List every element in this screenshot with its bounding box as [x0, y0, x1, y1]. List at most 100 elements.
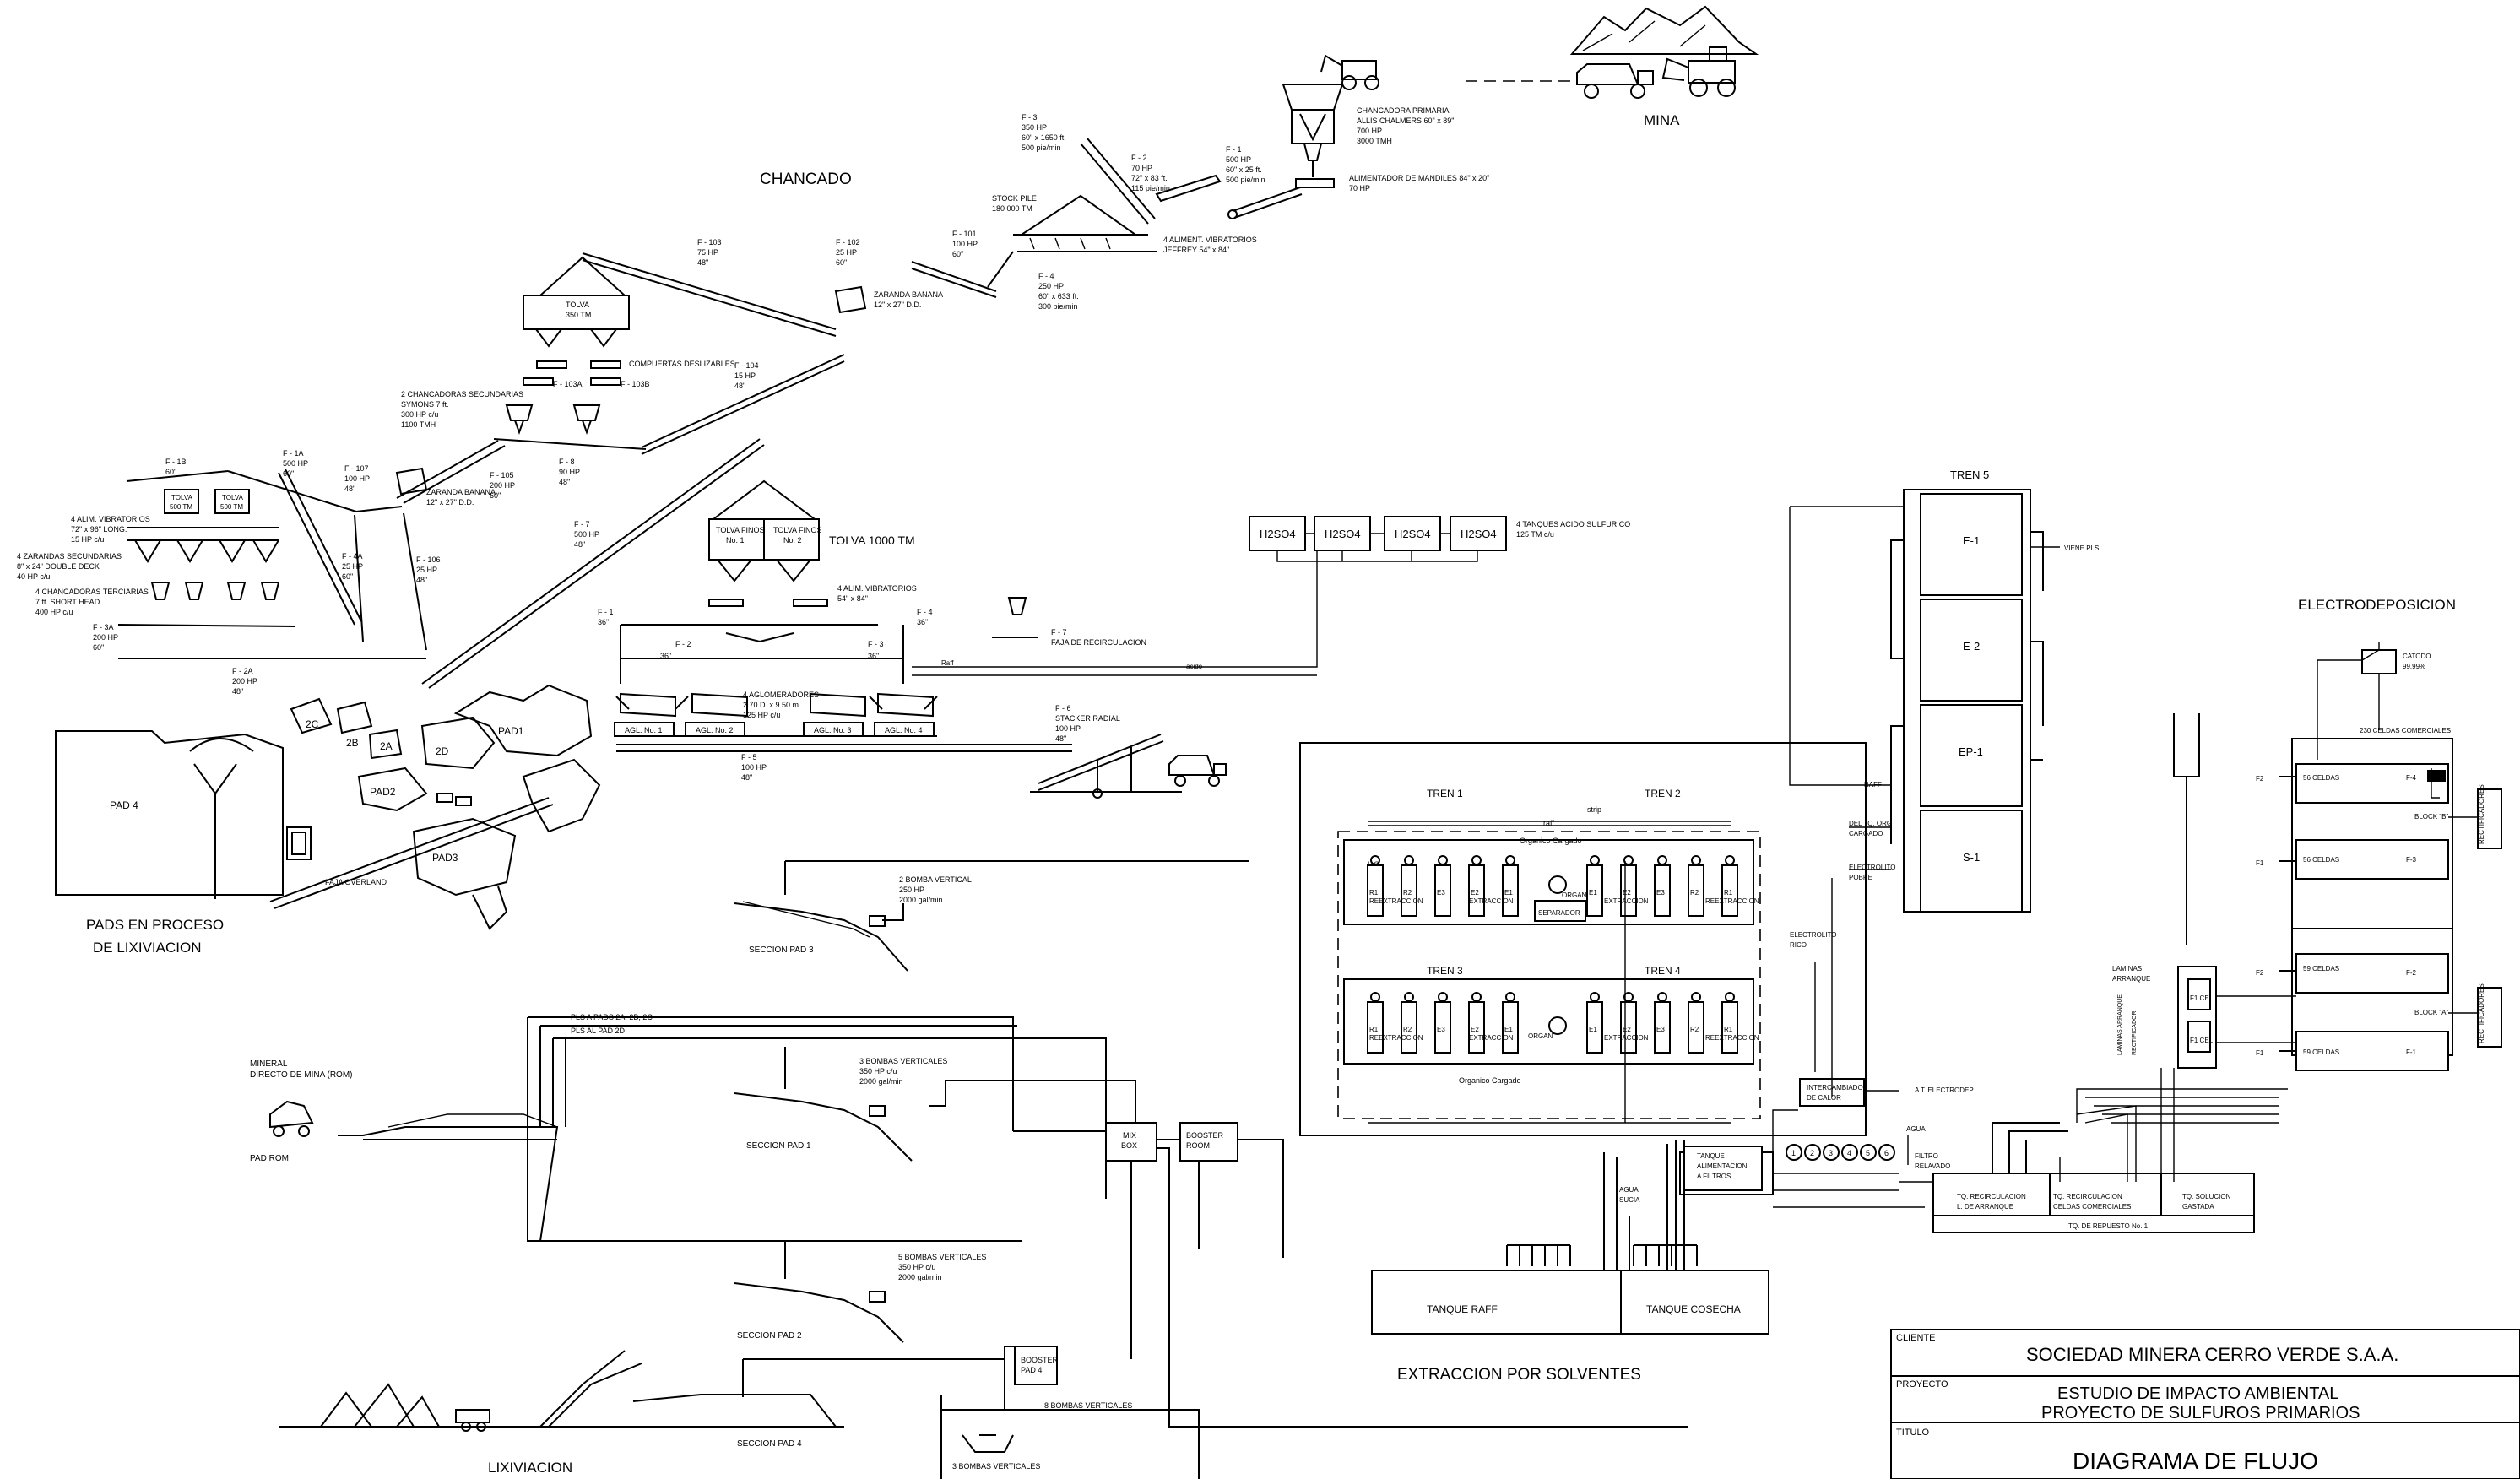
stage-label: REEXTRACCION: [1705, 1034, 1759, 1042]
f2s-width: 36": [660, 652, 671, 660]
pump-5-flow: 2000 gal/min: [898, 1273, 942, 1281]
banana-screen-1: [834, 285, 867, 314]
haul-truck-icon: [1168, 755, 1227, 787]
cell-label: E2: [1623, 1026, 1631, 1033]
cells-230-label: 230 CELDAS COMERCIALES: [2360, 727, 2451, 734]
title-pads-2: DE LIXIVIACION: [93, 940, 201, 956]
cathode-label: CATODO: [2403, 653, 2431, 660]
tren-5: [1789, 489, 2060, 913]
cell-label: R2: [1690, 1026, 1699, 1033]
f2a-hp: 200 HP: [232, 677, 257, 685]
mine-area: [1320, 5, 1759, 99]
title-block-project-2: PROYECTO DE SULFUROS PRIMARIOS: [2041, 1404, 2360, 1422]
f6-width: 48": [1055, 734, 1066, 743]
section-pad2-label: SECCION PAD 2: [737, 1331, 802, 1341]
mixer-icon: [1623, 855, 1634, 865]
mixer-icon: [1404, 992, 1414, 1002]
conveyor-f7: [421, 438, 765, 689]
filter-unit: [1878, 1144, 1895, 1161]
overland-label: FAJA OVERLAND: [325, 878, 387, 886]
f3a-hp: 200 HP: [93, 633, 118, 642]
tq-recirc1-label-2: L. DE ARRANQUE: [1957, 1203, 2013, 1211]
title-lixiviacion: LIXIVIACION: [488, 1460, 572, 1476]
rom-truck-icon: [269, 1100, 314, 1137]
conveyor-f4-lift: [987, 251, 1014, 288]
conveyor-f3: [1080, 138, 1156, 225]
water-label: AGUA: [1906, 1125, 1926, 1133]
f8-hp: 90 HP: [559, 468, 580, 476]
mixer-icon: [1438, 855, 1448, 865]
f3-size: 60" x 1650 ft.: [1022, 133, 1066, 142]
banana-screen-1-label: ZARANDA BANANA: [874, 290, 943, 299]
f1a-hp: 500 HP: [283, 459, 308, 468]
cell-label: R1: [1724, 1026, 1733, 1033]
f2a-label: F - 2A: [232, 667, 253, 675]
f1-size: 60" x 25 ft.: [1226, 165, 1262, 174]
cell-label: E1: [1504, 889, 1513, 897]
filter-number: 5: [1866, 1149, 1870, 1157]
raff-label-agglom: Raff: [941, 659, 954, 667]
banana-screen-2-size: 12" x 27" D.D.: [426, 498, 474, 507]
mixer-icon: [1471, 992, 1482, 1002]
f102-hp: 25 HP: [836, 248, 857, 257]
pump-3-hp: 350 HP c/u: [859, 1067, 897, 1075]
f1a-label: F - 1A: [283, 449, 304, 458]
banana-screen-1-size: 12" x 27" D.D.: [874, 301, 921, 309]
f103-label: F - 103: [697, 238, 722, 246]
f8-width: 48": [559, 478, 570, 486]
agl-2-label: AGL. No. 2: [696, 726, 734, 734]
f2a-width: 48": [232, 687, 243, 696]
f102-label: F - 102: [836, 238, 860, 246]
mix-box-label-2: BOX: [1121, 1141, 1137, 1150]
filter-feed-tank-label-1: TANQUE: [1697, 1152, 1725, 1160]
conveyor-f1b: [227, 470, 357, 512]
agl-1-label: AGL. No. 1: [625, 726, 663, 734]
booster-room: [1179, 1122, 1238, 1162]
tren-3-label: TREN 3: [1427, 965, 1463, 977]
filter-number: 2: [1810, 1149, 1814, 1157]
tren5-raff-label: RAFF: [1864, 781, 1882, 788]
f3s-label: F - 3: [868, 640, 884, 648]
poor-electrolyte-label-2: POBRE: [1849, 874, 1872, 881]
cells-56b-label: 56 CELDAS: [2303, 856, 2339, 864]
f1a-width: 60": [283, 469, 294, 478]
ew-f2r-label: F-2: [2406, 969, 2417, 977]
raff-tank-label: TANQUE RAFF: [1427, 1303, 1498, 1315]
tren-2-label: TREN 2: [1645, 788, 1681, 799]
mine-truck-icon: [1576, 63, 1654, 99]
f7r-name: FAJA DE RECIRCULACION: [1051, 638, 1146, 647]
rom-label-1: MINERAL: [250, 1059, 288, 1069]
f104-hp: 15 HP: [734, 371, 756, 380]
f3-hp: 350 HP: [1022, 123, 1047, 132]
banana-screen-2-label: ZARANDA BANANA: [426, 488, 496, 496]
del-tq-label-2: CARGADO: [1849, 830, 1883, 837]
conveyor-f8: [493, 438, 647, 450]
loader-icon: [1320, 54, 1379, 90]
conveyor-f1: [1232, 187, 1303, 219]
vib-feeders-c-label: 4 ALIM. VIBRATORIOS: [837, 584, 917, 593]
filter-unit: [1786, 1144, 1802, 1161]
secondary-label: 2 CHANCADORAS SECUNDARIAS: [401, 390, 523, 398]
filter-label-1: FILTRO: [1915, 1152, 1938, 1160]
f4-size: 60" x 633 ft.: [1038, 292, 1079, 301]
f1-cel2-label: F1 CEL: [2190, 1037, 2214, 1044]
tren-1-label: TREN 1: [1427, 788, 1463, 799]
cells-56a-label: 56 CELDAS: [2303, 774, 2339, 782]
f4s-width: 36": [917, 618, 928, 626]
title-block-title-label: TITULO: [1896, 1428, 1930, 1438]
acid-tank-1-label: H2SO4: [1260, 528, 1296, 540]
pad-2d-label: 2D: [436, 745, 449, 757]
f1s-label: F - 1: [598, 608, 614, 616]
agl-3-label: AGL. No. 3: [814, 726, 852, 734]
electrowinning: [1932, 642, 2502, 1233]
pad-rom-label: PAD ROM: [250, 1154, 289, 1163]
fines-1-label: TOLVA FINOS: [716, 526, 765, 534]
cell-label: E3: [1437, 1026, 1445, 1033]
tren5-ep1-label: EP-1: [1959, 745, 1983, 758]
cell-label: R1: [1369, 889, 1379, 897]
mixer-icon: [1691, 855, 1701, 865]
title-mina: MINA: [1644, 112, 1680, 128]
mixer-icon: [1438, 992, 1448, 1002]
cells-59b-label: 59 CELDAS: [2303, 1048, 2339, 1056]
